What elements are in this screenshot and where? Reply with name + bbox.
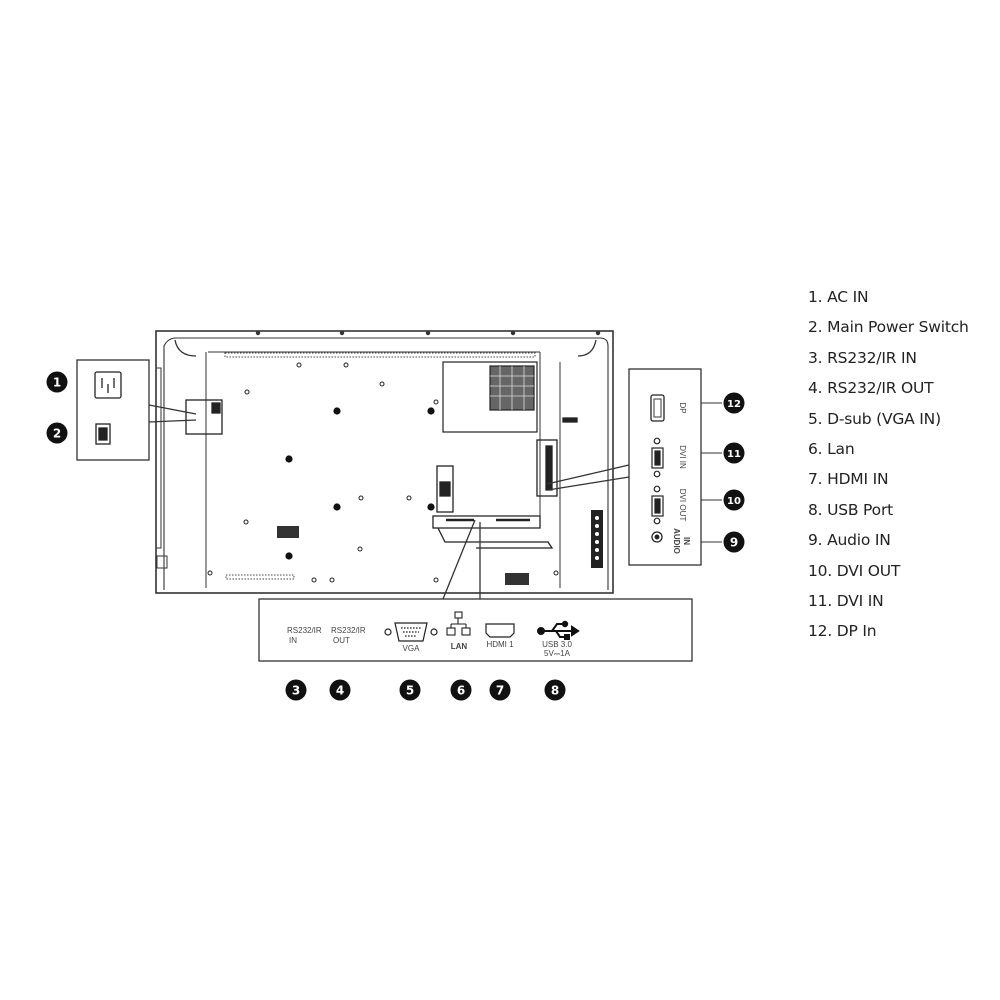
- audio-jack-icon: [651, 531, 663, 543]
- top-screws: [255, 330, 601, 336]
- badge-2: 2: [46, 422, 68, 444]
- monitor-outer-frame: [155, 330, 614, 594]
- port-legend: 1. AC IN 2. Main Power Switch 3. RS232/I…: [808, 286, 993, 651]
- usb-symbol-icon: [537, 620, 580, 640]
- badge-11-number: 11: [727, 449, 741, 460]
- circuit-board-area: [442, 361, 538, 433]
- corner-notch-left: [174, 339, 197, 357]
- dp-port-icon: [650, 394, 665, 422]
- badge-1: 1: [46, 371, 68, 393]
- side-io-callout: [546, 368, 702, 566]
- legend-item-dp-in: 12. DP In: [808, 622, 877, 641]
- badge-5: 5: [399, 679, 421, 701]
- side-io-leader-top: [546, 464, 630, 485]
- dvi-out-label: DVI OUT: [678, 489, 687, 522]
- badge-8: 8: [544, 679, 566, 701]
- rear-io-callout: [258, 519, 693, 662]
- bottom-label-strip: [225, 574, 295, 580]
- badge-4: 4: [329, 679, 351, 701]
- power-callout-leader-bottom: [148, 419, 197, 423]
- badge-9: 9: [723, 531, 745, 553]
- rear-power-module: [185, 399, 223, 435]
- grille-left: [277, 526, 299, 538]
- legend-item-dsub-vga: 5. D-sub (VGA IN): [808, 409, 941, 428]
- monitor-back: [155, 330, 614, 594]
- legend-item-rs232-in: 3. RS232/IR IN: [808, 348, 917, 367]
- corner-notch-right: [577, 339, 597, 357]
- ac-in-socket-icon: [94, 371, 122, 399]
- legend-item-rs232-out: 4. RS232/IR OUT: [808, 379, 934, 398]
- badge-3-number: 3: [292, 684, 300, 698]
- power-callout: [76, 359, 197, 461]
- badge-8-number: 8: [551, 684, 559, 698]
- small-screws: [207, 362, 559, 583]
- legend-item-dvi-out: 10. DVI OUT: [808, 561, 901, 580]
- badge-10-number: 10: [727, 496, 741, 507]
- vga-port-icon: [384, 622, 438, 642]
- badge-1-number: 1: [53, 376, 61, 390]
- badge-11: 11: [723, 442, 745, 464]
- legend-item-dvi-in: 11. DVI IN: [808, 591, 884, 610]
- legend-item-main-power-switch: 2. Main Power Switch: [808, 318, 969, 337]
- badge-9-number: 9: [730, 536, 738, 550]
- legend-item-hdmi-in: 7. HDMI IN: [808, 470, 889, 489]
- monitor-inner-outline: [163, 337, 609, 590]
- hdmi-port-icon: [485, 623, 515, 638]
- badge-6: 6: [450, 679, 472, 701]
- dvi-out-port-icon: [651, 485, 664, 525]
- grille-blocks: [277, 526, 529, 585]
- lan-port-icon: [446, 611, 471, 636]
- rs232-out-label-line2: OUT: [333, 636, 350, 645]
- legend-item-audio-in: 9. Audio IN: [808, 531, 891, 550]
- rear-io-callout-box: [258, 598, 693, 662]
- vga-label: VGA: [403, 644, 421, 653]
- badge-4-number: 4: [336, 684, 344, 698]
- badge-2-number: 2: [53, 427, 61, 441]
- badge-3: 3: [285, 679, 307, 701]
- left-side-port: [156, 555, 168, 569]
- legend-item-usb-port: 8. USB Port: [808, 500, 893, 519]
- audio-label-line1: AUDIO: [672, 528, 681, 554]
- power-callout-leader-top: [148, 404, 197, 415]
- dvi-in-port-icon: [651, 437, 664, 478]
- rs232-in-label-line2: IN: [289, 636, 297, 645]
- rear-io-bracket: [432, 417, 578, 549]
- side-io-callout-box: [628, 368, 702, 566]
- rs232-in-label-line1: RS232/IR: [287, 626, 322, 635]
- dvi-in-label: DVI IN: [678, 445, 687, 469]
- legend-item-lan: 6. Lan: [808, 439, 855, 458]
- badge-5-number: 5: [406, 684, 414, 698]
- mounting-holes: [285, 407, 435, 560]
- power-callout-box: [76, 359, 150, 461]
- badge-12-number: 12: [727, 399, 741, 410]
- usb-label-line2: 5V⎓1A: [544, 649, 571, 658]
- badge-12: 12: [723, 392, 745, 414]
- badge-10: 10: [723, 489, 745, 511]
- badge-leaders: [701, 402, 722, 543]
- rs232-out-label-line1: RS232/IR: [331, 626, 366, 635]
- rear-io-leader-left: [442, 519, 476, 600]
- dp-label: DP: [678, 402, 687, 413]
- hdmi-label: HDMI 1: [486, 640, 514, 649]
- badge-6-number: 6: [457, 684, 465, 698]
- top-vent-strip: [224, 352, 536, 358]
- badge-7-number: 7: [496, 684, 504, 698]
- usb-label-line1: USB 3.0: [542, 640, 572, 649]
- lan-label: LAN: [451, 642, 468, 651]
- left-handle-slot: [155, 367, 162, 549]
- power-switch-icon: [95, 423, 111, 445]
- audio-label-line2: IN: [682, 537, 691, 545]
- badge-7: 7: [489, 679, 511, 701]
- grille-bottom: [505, 573, 529, 585]
- legend-item-ac-in: 1. AC IN: [808, 288, 869, 306]
- side-io-leader-bottom: [547, 476, 630, 491]
- side-port-strip: [591, 510, 603, 568]
